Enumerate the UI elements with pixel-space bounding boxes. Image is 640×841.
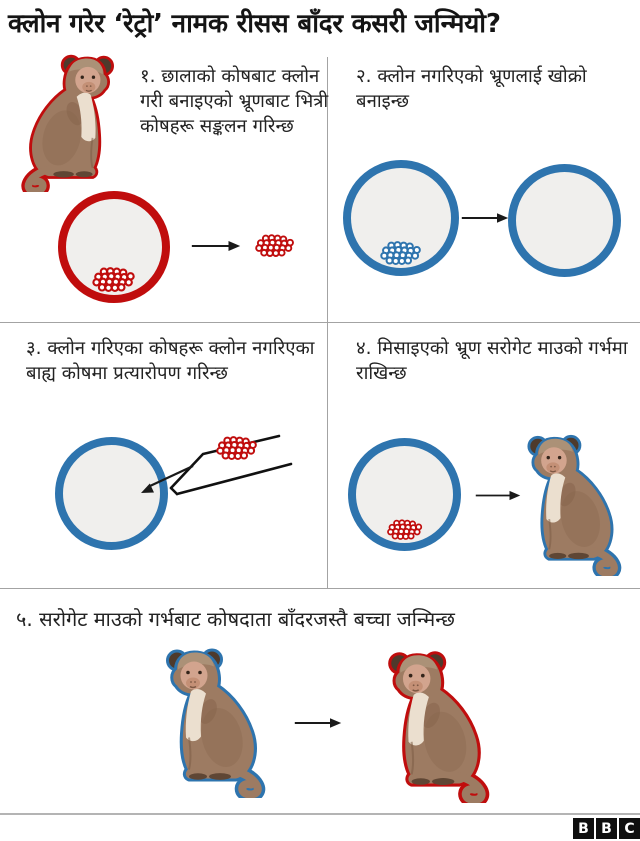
clone-baby-monkey-icon: [378, 646, 490, 803]
surrogate-monkey-icon: [518, 430, 622, 576]
arrow-right-icon: [475, 490, 521, 501]
inner-cell-cluster-icon: [91, 267, 137, 293]
inner-cell-cluster-icon: [386, 519, 424, 541]
donor-monkey-icon: [16, 52, 128, 192]
uncloned-embryo-circle: [343, 160, 459, 276]
grid-divider-row1: [0, 322, 640, 323]
step-2-label: २. क्लोन नगरिएको भ्रूणलाई खोक्रो बनाइन्छ: [356, 66, 587, 113]
step-3-label: ३. क्लोन गरिएका कोषहरू क्लोन नगरिएका बाह…: [26, 338, 315, 385]
step-1-label: १. छालाको कोषबाट क्लोन गरी बनाइएको भ्रूण…: [140, 66, 329, 138]
inner-cell-cluster-icon: [379, 241, 423, 266]
recipient-embryo-circle: [55, 437, 168, 550]
step-4-label: ४. मिसाइएको भ्रूण सरोगेट माउको गर्भमा रा…: [356, 338, 628, 385]
footer-divider: [0, 813, 640, 815]
extracted-cells-icon: [254, 234, 296, 258]
arrow-right-icon: [461, 212, 509, 224]
hollow-embryo-circle: [508, 164, 621, 277]
cloned-embryo-circle: [58, 191, 170, 303]
bbc-logo-letter: B: [573, 818, 594, 839]
combined-embryo-circle: [348, 438, 461, 551]
page-title: क्लोन गरेर ‘रेट्रो’ नामक रीसस बाँदर कसरी…: [8, 9, 501, 39]
bbc-logo-letter: B: [596, 818, 617, 839]
bbc-logo-letter: C: [619, 818, 640, 839]
bbc-logo: B B C: [573, 818, 640, 839]
pipette-icon: [141, 434, 293, 496]
step-5-label: ५. सरोगेट माउको गर्भबाट कोषदाता बाँदरजस्…: [16, 607, 455, 631]
arrow-right-icon: [294, 717, 342, 729]
grid-divider-row2: [0, 588, 640, 589]
arrow-right-icon: [191, 240, 241, 252]
surrogate-mother-icon: [156, 643, 266, 798]
